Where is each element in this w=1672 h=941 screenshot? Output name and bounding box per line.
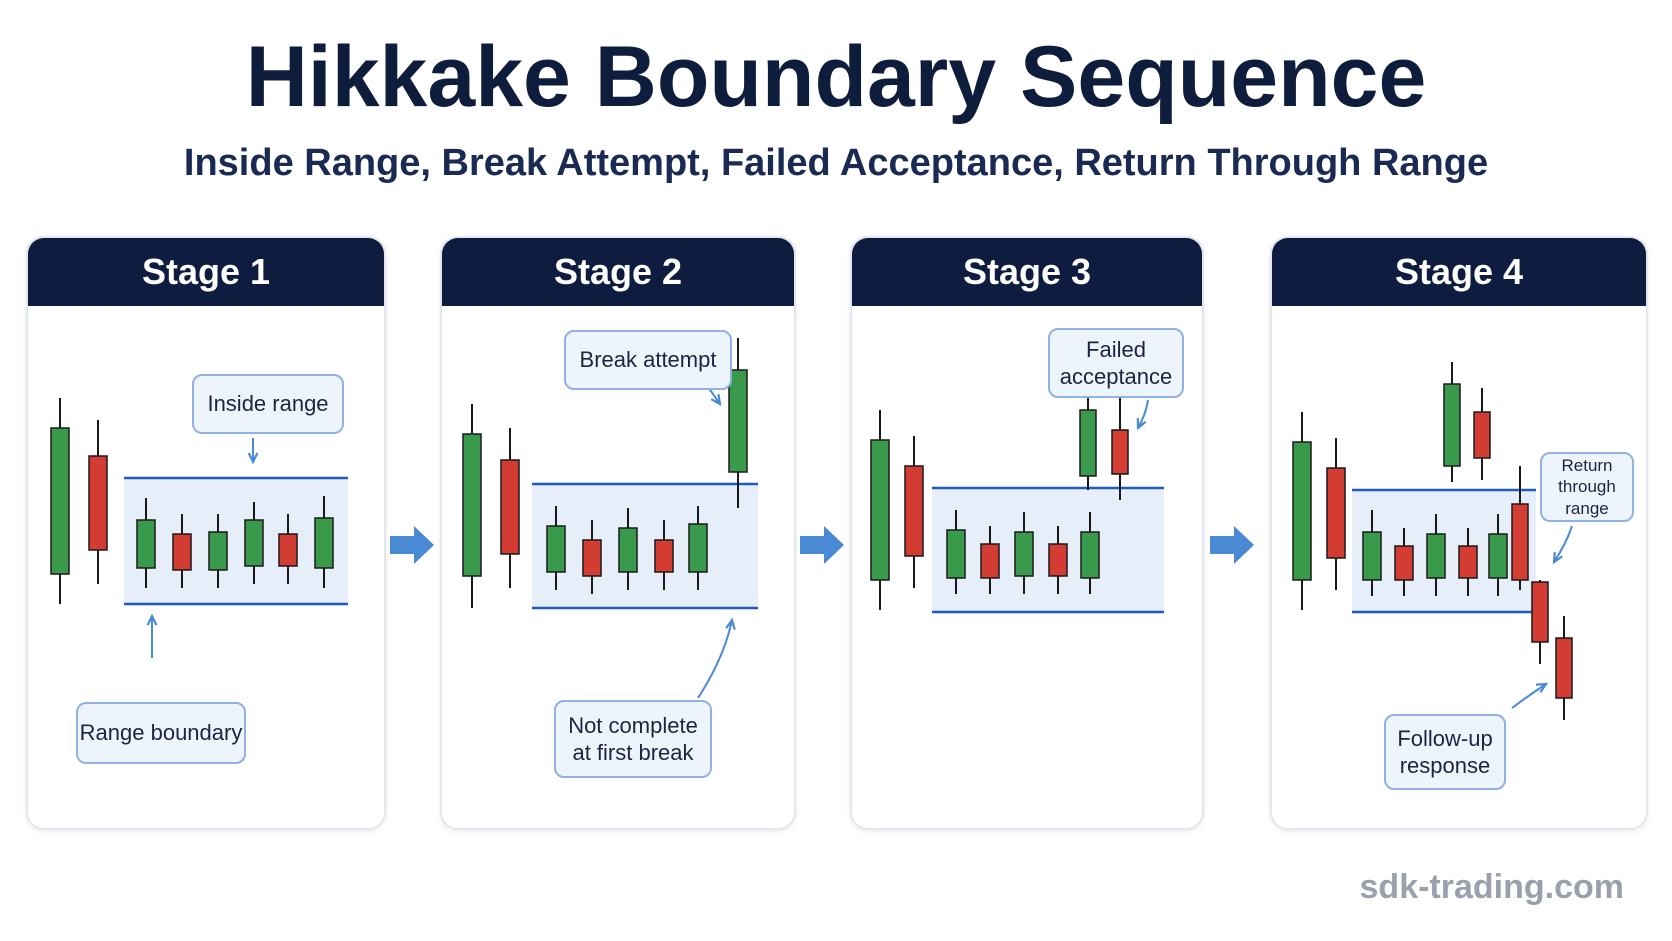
pointer-arrow <box>1553 525 1573 563</box>
bearish-candle <box>1473 411 1491 459</box>
bullish-candle <box>208 531 228 571</box>
pointer-arrow <box>697 619 733 699</box>
callout-inside-range: Inside range <box>192 374 344 434</box>
bullish-candle <box>244 519 264 567</box>
bearish-candle <box>1326 467 1346 559</box>
stage-panel-2: Stage 2 Break attempt Not complete at fi… <box>440 236 796 830</box>
bullish-candle <box>618 527 638 573</box>
bearish-candle <box>1394 545 1414 581</box>
bearish-candle <box>654 539 674 573</box>
arrow-head-icon <box>247 452 259 465</box>
bullish-candle <box>1079 409 1097 477</box>
arrow-head-icon <box>710 393 722 407</box>
bullish-candle <box>1488 533 1508 579</box>
bearish-candle <box>88 455 108 551</box>
stage-panel-1: Stage 1 Inside range Range boundary <box>26 236 386 830</box>
callout-return-through-range: Return through range <box>1540 452 1634 522</box>
stage-header: Stage 3 <box>852 238 1202 306</box>
bearish-candle <box>172 533 192 571</box>
stage-panel-3: Stage 3 Failed acceptance <box>850 236 1204 830</box>
bullish-candle <box>728 369 748 473</box>
stage-3-candle-chart <box>870 378 1164 614</box>
bearish-candle <box>1531 581 1549 643</box>
page-title: Hikkake Boundary Sequence <box>245 29 1427 125</box>
flow-arrow-icon <box>388 520 438 575</box>
bearish-candle <box>980 543 1000 579</box>
bullish-candle <box>1080 531 1100 579</box>
range-zone <box>532 484 758 608</box>
bullish-candle <box>1014 531 1034 577</box>
arrow-head-icon <box>146 613 158 626</box>
callout-follow-up-response: Follow-up response <box>1384 714 1506 790</box>
flow-arrow-icon <box>798 520 848 575</box>
bullish-candle <box>462 433 482 577</box>
bearish-candle <box>278 533 298 567</box>
watermark: sdk-trading.com <box>1359 868 1624 906</box>
bearish-candle <box>500 459 520 555</box>
stage-1-candle-chart <box>50 398 348 658</box>
bullish-candle <box>1426 533 1446 579</box>
callout-failed-acceptance: Failed acceptance <box>1048 328 1184 398</box>
bearish-candle <box>1048 543 1068 577</box>
stage-header: Stage 1 <box>28 238 384 306</box>
pointer-arrow <box>1511 683 1547 709</box>
bearish-candle <box>582 539 602 577</box>
page-subtitle: Inside Range, Break Attempt, Failed Acce… <box>183 142 1489 184</box>
bearish-candle <box>904 465 924 557</box>
range-zone <box>124 478 348 604</box>
flow-arrow-icon <box>1208 520 1258 575</box>
stage-4-candle-chart <box>1292 362 1573 720</box>
callout-not-complete: Not complete at first break <box>554 700 712 778</box>
arrow-head-icon <box>725 617 736 630</box>
arrow-head-icon <box>1136 417 1147 431</box>
bullish-candle <box>50 427 70 575</box>
bullish-candle <box>1362 531 1382 581</box>
callout-range-boundary: Range boundary <box>76 702 246 764</box>
bearish-candle <box>1555 637 1573 699</box>
bullish-candle <box>688 523 708 573</box>
bullish-candle <box>314 517 334 569</box>
arrow-head-icon <box>1535 682 1549 693</box>
bearish-candle <box>1111 429 1129 475</box>
bullish-candle <box>946 529 966 579</box>
bearish-candle <box>1458 545 1478 579</box>
stage-header: Stage 2 <box>442 238 794 306</box>
bearish-candle <box>1511 503 1529 581</box>
range-zone <box>932 488 1164 612</box>
bullish-candle <box>546 525 566 573</box>
stage-header: Stage 4 <box>1272 238 1646 306</box>
bullish-candle <box>136 519 156 569</box>
arrow-head-icon <box>1552 551 1563 565</box>
callout-break-attempt: Break attempt <box>564 330 732 390</box>
bullish-candle <box>1292 441 1312 581</box>
bullish-candle <box>1443 383 1461 467</box>
stage-panel-4: Stage 4 Return through range Follow-up r… <box>1270 236 1648 830</box>
bullish-candle <box>870 439 890 581</box>
stage-2-candle-chart <box>462 338 758 699</box>
